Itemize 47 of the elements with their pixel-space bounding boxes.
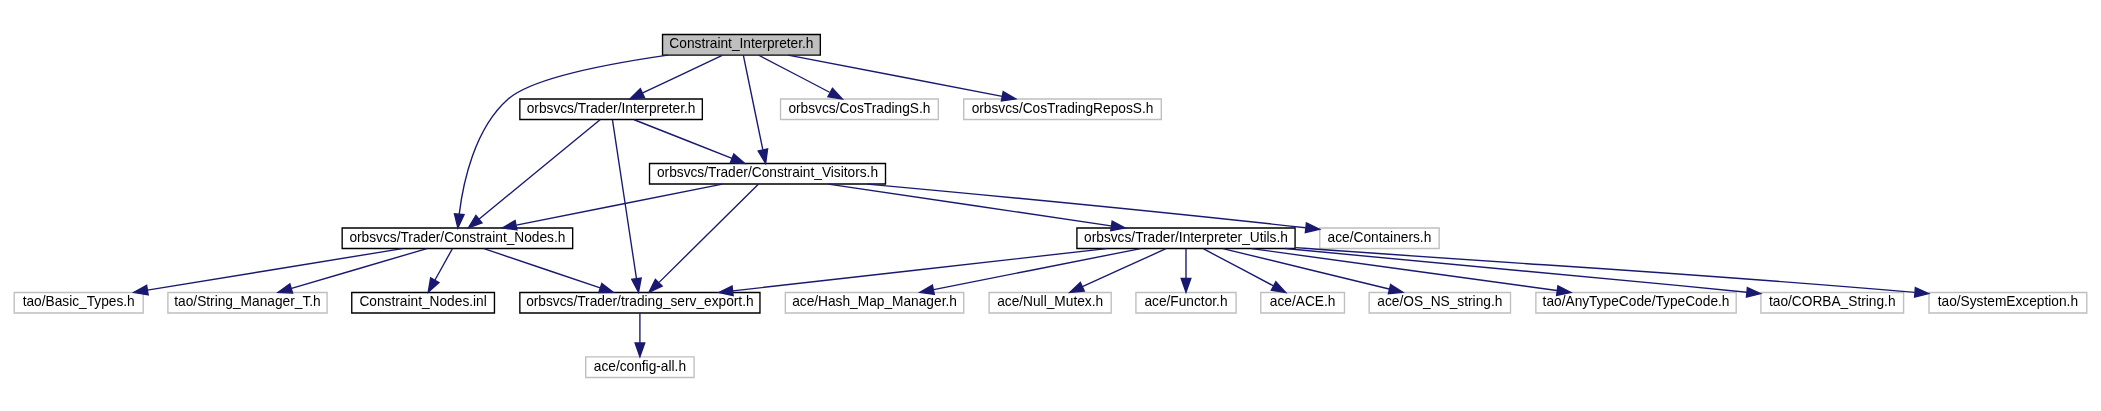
node-box: orbsvcs/CosTradingReposS.h xyxy=(963,97,1162,120)
arrow xyxy=(647,183,759,294)
node-box: ace/Null_Mutex.h xyxy=(988,291,1112,314)
arrow xyxy=(1250,247,1573,296)
arrow xyxy=(466,118,601,229)
node-box: ace/ACE.h xyxy=(1260,291,1346,314)
arrow xyxy=(1222,247,1405,295)
node-box: orbsvcs/Trader/Constraint_Nodes.h xyxy=(341,226,574,249)
arrow xyxy=(1284,247,1763,298)
node-box: Constraint_Interpreter.h xyxy=(661,33,821,56)
arrow xyxy=(917,247,1142,295)
arrow xyxy=(1180,247,1192,294)
arrow xyxy=(483,247,616,293)
arrow xyxy=(1202,247,1288,293)
node-box: tao/SystemException.h xyxy=(1928,291,2088,314)
node-box: tao/String_Manager_T.h xyxy=(167,291,328,314)
node-box: tao/Basic_Types.h xyxy=(13,291,144,314)
arrow xyxy=(827,182,1128,231)
node-box: ace/OS_NS_string.h xyxy=(1368,291,1512,314)
node-box: orbsvcs/CosTradingS.h xyxy=(779,97,939,120)
node-box: Constraint_Nodes.inl xyxy=(351,291,496,314)
arrow xyxy=(742,54,769,165)
arrow xyxy=(453,53,669,230)
node-box: tao/CORBA_String.h xyxy=(1760,291,1905,314)
arrow xyxy=(1067,247,1167,293)
arrow xyxy=(866,182,1322,233)
arrow xyxy=(716,247,1108,297)
arrow xyxy=(1294,246,1931,298)
arrow xyxy=(500,182,724,231)
node-box: ace/Hash_Map_Manager.h xyxy=(784,291,965,314)
arrow xyxy=(634,312,646,359)
arrow xyxy=(633,118,747,164)
arrow xyxy=(131,247,404,296)
node-box: orbsvcs/Trader/Interpreter_Utils.h xyxy=(1076,226,1296,249)
arrow xyxy=(611,118,643,294)
arrow xyxy=(427,247,454,294)
arrow xyxy=(787,53,1018,102)
arrow xyxy=(758,54,845,100)
node-box: orbsvcs/Trader/Interpreter.h xyxy=(519,97,703,120)
arrow xyxy=(276,247,428,294)
node-box: ace/config-all.h xyxy=(585,355,695,378)
node-box: ace/Functor.h xyxy=(1135,291,1237,314)
arrow xyxy=(628,54,723,100)
node-box: orbsvcs/Trader/trading_serv_export.h xyxy=(519,291,761,314)
node-box: orbsvcs/Trader/Constraint_Visitors.h xyxy=(648,162,887,185)
node-box: tao/AnyTypeCode/TypeCode.h xyxy=(1535,291,1737,314)
node-box: ace/Containers.h xyxy=(1319,226,1440,249)
